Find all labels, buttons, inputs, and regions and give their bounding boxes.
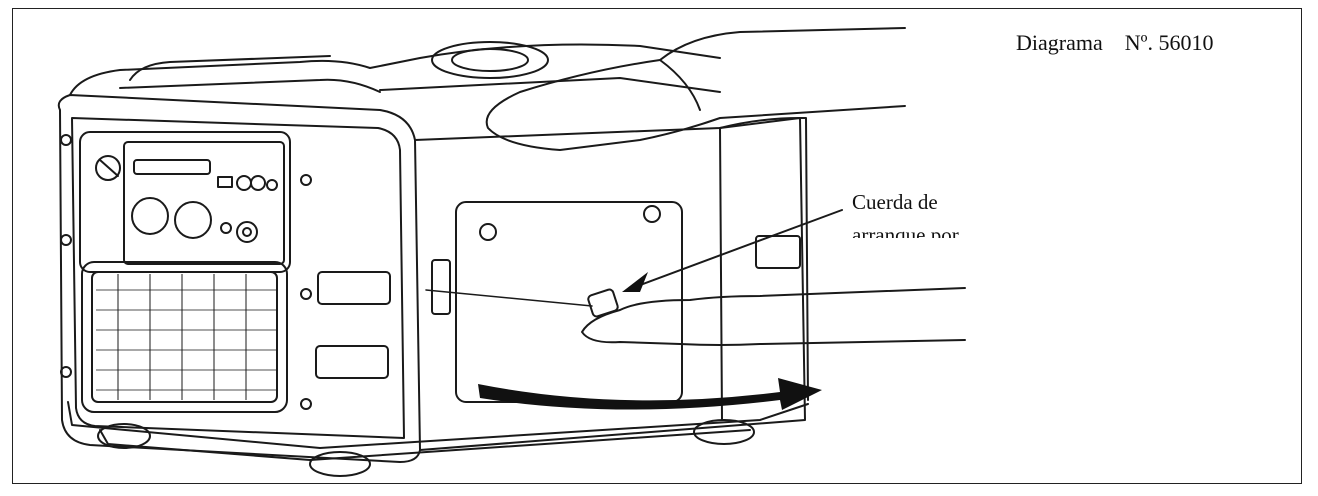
- diagram-title: Diagrama Nº. 56010: [1016, 30, 1213, 56]
- pull-direction-arrow: [478, 378, 822, 410]
- diagram-number: Nº. 56010: [1124, 30, 1214, 55]
- pointer-arrowhead: [622, 272, 648, 292]
- diagram-title-label: Diagrama: [1016, 30, 1103, 55]
- callout-label: Cuerda de arranque por: [852, 186, 982, 238]
- callout-line-2: arranque por: [852, 222, 959, 238]
- callout-line-1: Cuerda de: [852, 190, 938, 214]
- diagram-frame: [12, 8, 1302, 484]
